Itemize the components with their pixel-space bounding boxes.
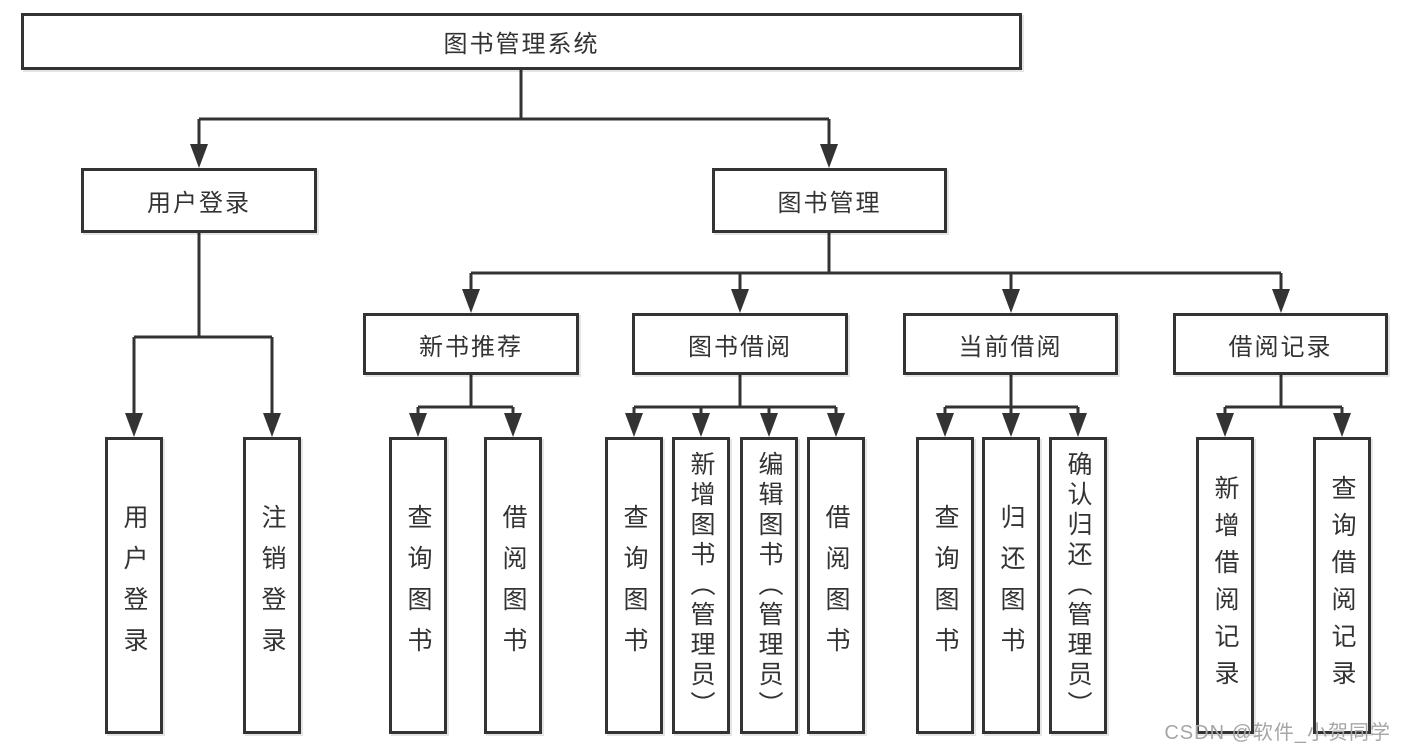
arrowhead — [1002, 289, 1020, 313]
leaf-query-books-current: 查询图书 — [916, 437, 974, 734]
arrowhead — [1333, 413, 1351, 437]
node-label: 用户登录 — [120, 503, 148, 668]
node-label: 编辑图书（管理员） — [755, 450, 783, 721]
node-label: 图书管理系统 — [443, 31, 600, 58]
node-label: 归还图书 — [997, 503, 1025, 668]
leaf-edit-book-admin: 编辑图书（管理员） — [740, 437, 798, 734]
node-label: 查询图书 — [620, 503, 648, 668]
node-book-management: 图书管理 — [712, 168, 947, 233]
leaf-borrow-books-borrow: 借阅图书 — [807, 437, 865, 734]
arrowhead — [820, 144, 838, 168]
arrowhead — [625, 413, 643, 437]
leaf-add-book-admin: 新增图书（管理员） — [672, 437, 730, 734]
arrowhead — [1069, 413, 1087, 437]
node-label: 注销登录 — [258, 503, 286, 668]
leaf-return-book: 归还图书 — [982, 437, 1040, 734]
leaf-confirm-return-admin: 确认归还（管理员） — [1049, 437, 1107, 734]
node-label: 新书推荐 — [419, 333, 523, 361]
arrowhead — [936, 413, 954, 437]
node-label: 查询图书 — [404, 503, 432, 668]
node-current-borrow: 当前借阅 — [903, 313, 1118, 375]
arrowheads — [125, 144, 1351, 437]
node-label: 当前借阅 — [958, 333, 1063, 361]
arrowhead — [504, 413, 522, 437]
connector-borrow-records-to-leaves — [1223, 375, 1344, 420]
arrowhead — [1272, 289, 1290, 313]
node-label: 借阅图书 — [822, 503, 850, 668]
node-label: 借阅记录 — [1228, 333, 1333, 361]
arrowhead — [1002, 413, 1020, 437]
node-label: 图书借阅 — [688, 333, 792, 361]
node-label: 新增图书（管理员） — [687, 450, 715, 721]
node-label: 查询借阅记录 — [1328, 474, 1356, 697]
arrowhead — [827, 413, 845, 437]
csdn-watermark: CSDN @软件_小贺同学 — [1164, 722, 1391, 744]
arrowhead — [760, 413, 778, 437]
leaf-logout: 注销登录 — [243, 437, 301, 734]
node-new-book-recommend: 新书推荐 — [363, 313, 579, 375]
node-label: 借阅图书 — [499, 503, 527, 668]
connector-book-management-to-level3 — [469, 233, 1283, 295]
connector-user-login-to-leaves — [132, 233, 274, 420]
node-library-management-system: 图书管理系统 — [21, 13, 1022, 70]
leaf-borrow-books-recommend: 借阅图书 — [484, 437, 542, 734]
node-user-login: 用户登录 — [81, 168, 317, 233]
arrowhead — [731, 289, 749, 313]
node-borrow-records: 借阅记录 — [1173, 313, 1388, 375]
arrowhead — [692, 413, 710, 437]
leaf-query-borrow-record: 查询借阅记录 — [1313, 437, 1371, 734]
arrowhead — [462, 289, 480, 313]
node-label: 查询图书 — [931, 503, 959, 668]
connector-book-borrow-to-leaves — [632, 375, 838, 420]
connector-new-book-recommend-to-leaves — [416, 375, 515, 420]
leaf-query-books-recommend: 查询图书 — [389, 437, 447, 734]
arrowhead — [190, 144, 208, 168]
leaf-add-borrow-record: 新增借阅记录 — [1196, 437, 1254, 734]
connector-root-to-level2 — [197, 70, 831, 150]
arrowhead — [263, 413, 281, 437]
node-label: 确认归还（管理员） — [1064, 450, 1092, 721]
node-book-borrow: 图书借阅 — [632, 313, 848, 375]
leaf-user-login: 用户登录 — [105, 437, 163, 734]
leaf-query-books-borrow: 查询图书 — [605, 437, 663, 734]
node-label: 新增借阅记录 — [1211, 474, 1239, 697]
arrowhead — [125, 413, 143, 437]
node-label: 图书管理 — [777, 190, 882, 217]
arrowhead — [409, 413, 427, 437]
arrowhead — [1216, 413, 1234, 437]
node-label: 用户登录 — [147, 190, 251, 217]
